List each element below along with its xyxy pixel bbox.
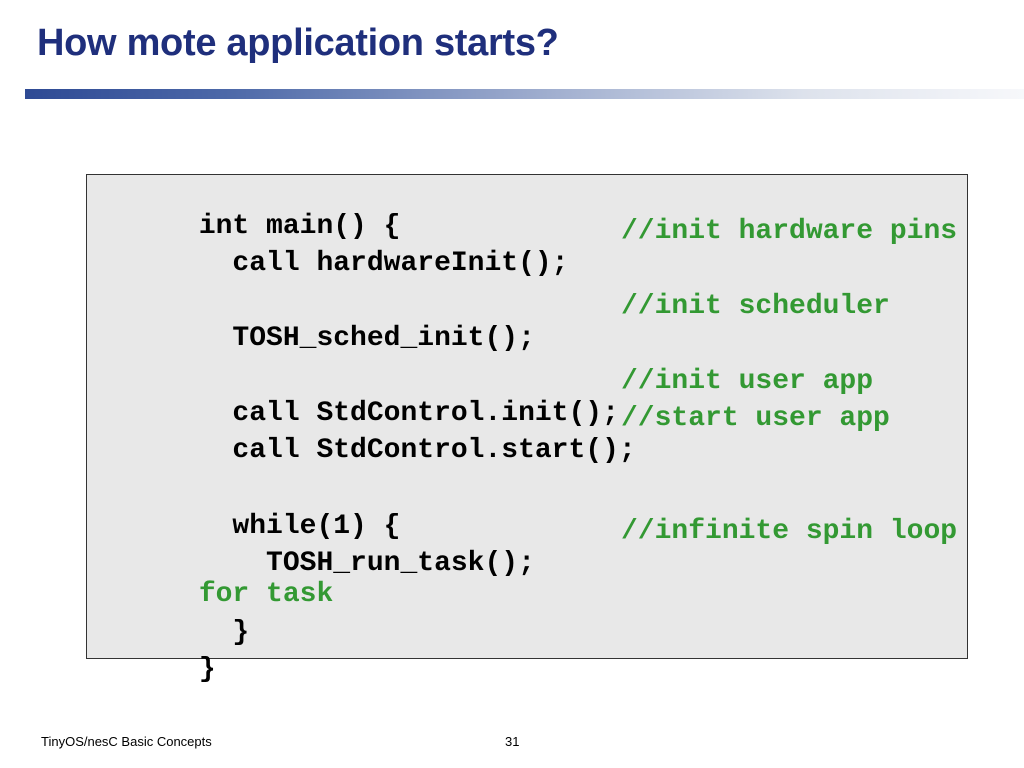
page-number: 31 <box>505 734 520 749</box>
code-line: } <box>98 585 249 681</box>
code-text: TOSH_sched_init(); <box>198 323 535 354</box>
code-text: call StdControl.init(); <box>198 398 619 429</box>
code-comment-wrap: for task <box>198 579 334 610</box>
code-line: for task <box>98 547 333 643</box>
code-comment: //init hardware pins <box>621 216 958 247</box>
code-text: int main() { <box>198 211 401 242</box>
code-text: call hardwareInit(); <box>198 248 569 279</box>
code-text: while(1) { <box>198 511 401 542</box>
code-comment: //init user app <box>621 366 874 397</box>
code-line: TOSH_sched_init(); //init scheduler <box>98 291 889 419</box>
code-text: TOSH_run_task(); <box>198 548 535 579</box>
code-line: } <box>98 622 216 718</box>
slide-title: How mote application starts? <box>37 22 559 64</box>
code-text: } <box>198 654 216 685</box>
code-line: while(1) { <box>98 479 400 575</box>
code-line: TOSH_run_task(); //infinite spin loop <box>98 516 957 644</box>
code-comment: //start user app <box>621 403 890 434</box>
code-line: int main() { <box>98 179 401 275</box>
code-line: call StdControl.init(); //init user app <box>98 366 873 494</box>
code-block: int main() { call hardwareInit(); //init… <box>86 174 968 685</box>
code-text: } <box>198 617 250 648</box>
code-comment: //infinite spin loop <box>621 516 958 547</box>
footer-title: TinyOS/nesC Basic Concepts <box>41 734 212 749</box>
code-line: call hardwareInit(); //init hardware pin… <box>98 216 957 344</box>
title-underline-bar <box>25 89 1024 99</box>
code-comment: //init scheduler <box>621 291 890 322</box>
code-line: call StdControl.start(); //start user ap… <box>98 403 889 531</box>
code-text: call StdControl.start(); <box>198 435 636 466</box>
